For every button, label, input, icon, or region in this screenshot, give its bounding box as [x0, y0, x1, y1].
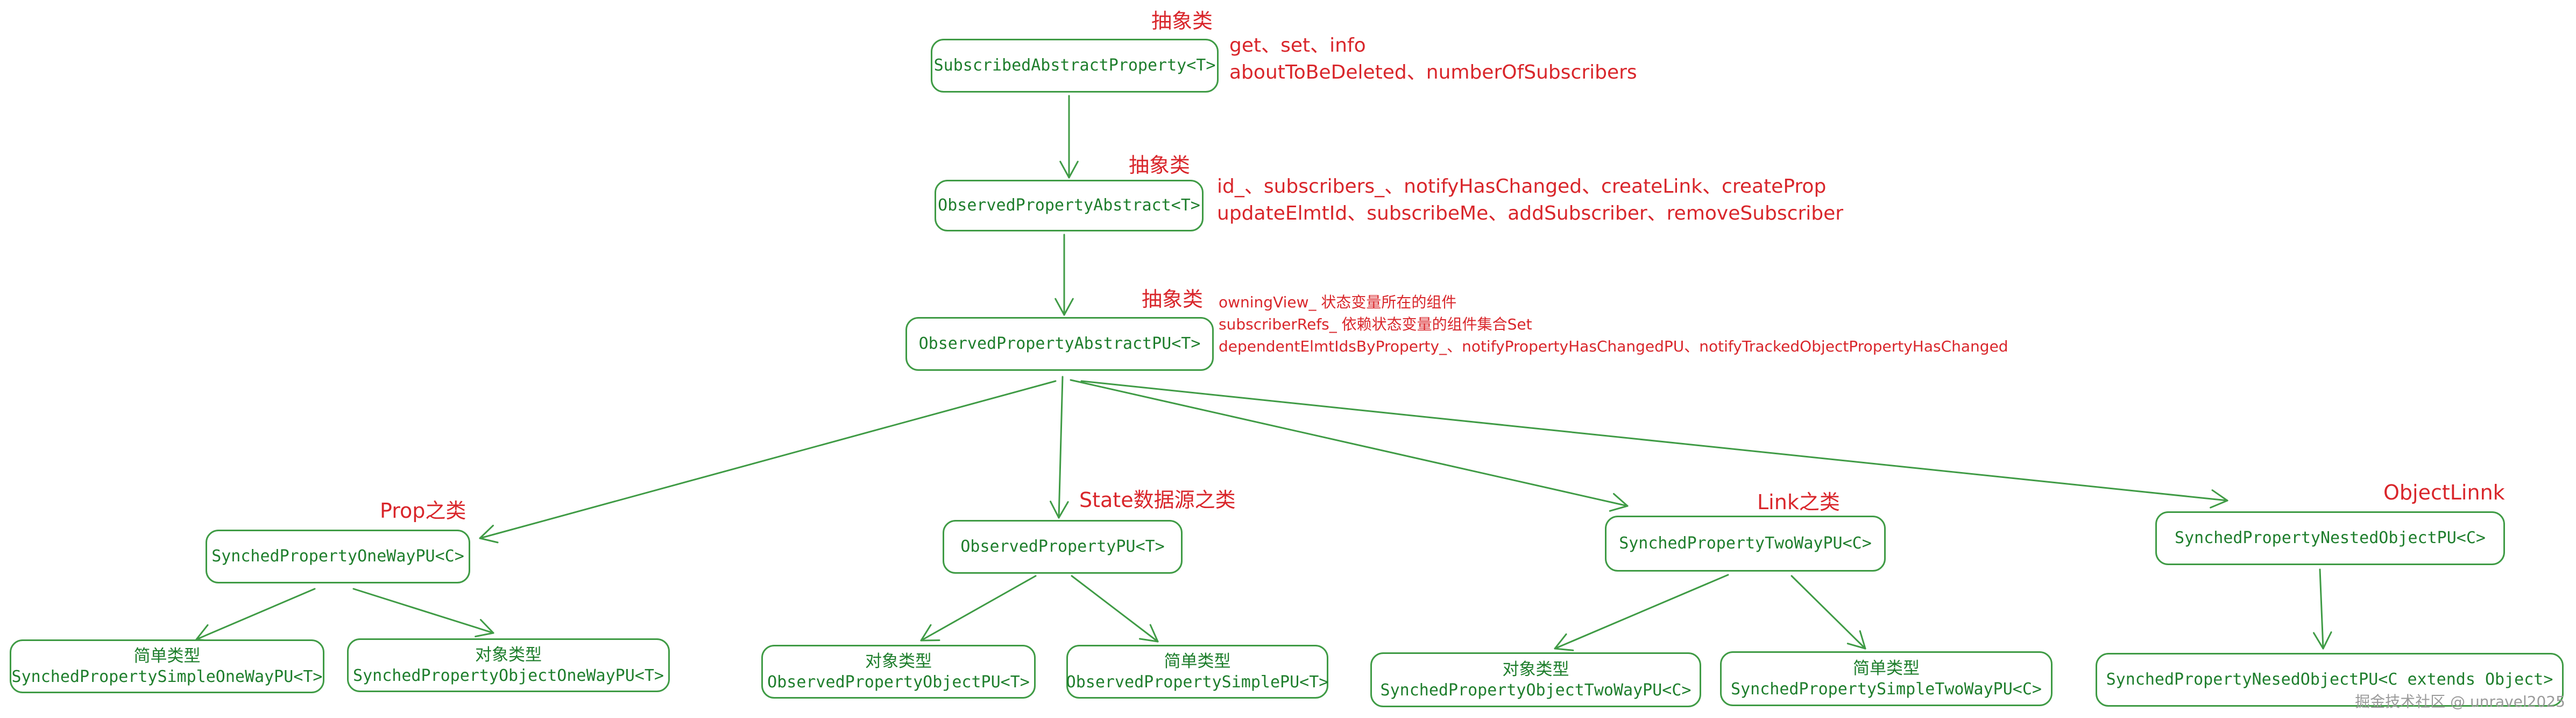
node-label: SubscribedAbstractProperty<T>: [933, 56, 1216, 75]
note-line: dependentElmtIdsByProperty_、notifyProper…: [1219, 337, 2008, 355]
node-kind: 简单类型: [1853, 659, 1920, 678]
note-observed-abstract-members: id_、subscribers_、notifyHasChanged、create…: [1217, 173, 1843, 227]
tag-abstract-class: 抽象类: [1129, 153, 1191, 177]
node-kind: 简单类型: [1164, 652, 1231, 671]
node-synched-property-two-way-pu[interactable]: SynchedPropertyTwoWayPU<C>: [1605, 516, 1886, 572]
tag-state-subclasses: State数据源之类: [1079, 488, 1236, 512]
edge-observed-pu-to-object: [920, 575, 1037, 642]
node-label: SynchedPropertyNesedObjectPU<C extends O…: [2106, 670, 2553, 689]
node-label: SynchedPropertyObjectOneWayPU<T>: [353, 666, 664, 685]
node-label: ObservedPropertyPU<T>: [960, 537, 1165, 556]
node-synched-property-simple-one-way-pu[interactable]: 简单类型 SynchedPropertySimpleOneWayPU<T>: [10, 639, 324, 693]
edge-observed-pu-to-simple: [1071, 575, 1159, 643]
node-subscribed-abstract-property[interactable]: SubscribedAbstractProperty<T>: [931, 39, 1219, 93]
node-synched-property-object-one-way-pu[interactable]: 对象类型 SynchedPropertyObjectOneWayPU<T>: [347, 638, 670, 692]
tag-objectlink-subclasses: ObjectLinnk: [2383, 481, 2505, 504]
node-observed-property-simple-pu[interactable]: 简单类型 ObservedPropertySimplePU<T>: [1066, 645, 1328, 699]
tag-abstract-class: 抽象类: [1142, 287, 1204, 311]
node-observed-property-object-pu[interactable]: 对象类型 ObservedPropertyObjectPU<T>: [761, 645, 1036, 699]
node-label: SynchedPropertySimpleTwoWayPU<C>: [1731, 680, 2042, 699]
node-kind: 简单类型: [133, 646, 201, 666]
edge-two-way-to-object: [1554, 574, 1729, 651]
node-label: ObservedPropertySimplePU<T>: [1066, 673, 1329, 692]
tag-prop-subclasses: Prop之类: [380, 499, 466, 523]
node-label: SynchedPropertyOneWayPU<C>: [211, 547, 464, 566]
node-label: ObservedPropertyAbstract<T>: [938, 196, 1200, 215]
node-label: SynchedPropertyTwoWayPU<C>: [1619, 534, 1872, 553]
edge-subscribed-to-observed-abstract: [1059, 95, 1079, 179]
node-synched-property-nested-object-pu[interactable]: SynchedPropertyNestedObjectPU<C>: [2155, 511, 2505, 565]
node-synched-property-object-two-way-pu[interactable]: 对象类型 SynchedPropertyObjectTwoWayPU<C>: [1370, 652, 1701, 707]
note-line: id_、subscribers_、notifyHasChanged、create…: [1217, 175, 1827, 198]
note-line: subscriberRefs_ 依赖状态变量的组件集合Set: [1219, 315, 1532, 333]
note-observed-abstract-pu-members: owningView_ 状态变量所在的组件 subscriberRefs_ 依赖…: [1219, 291, 2008, 357]
node-synched-property-simple-two-way-pu[interactable]: 简单类型 SynchedPropertySimpleTwoWayPU<C>: [1720, 651, 2053, 706]
note-subscribed-members: get、set、info aboutToBeDeleted、numberOfSu…: [1229, 32, 1637, 86]
node-observed-property-abstract[interactable]: ObservedPropertyAbstract<T>: [935, 180, 1204, 231]
node-label: SynchedPropertyNestedObjectPU<C>: [2175, 529, 2486, 547]
node-kind: 对象类型: [475, 645, 542, 665]
edge-two-way-to-simple: [1791, 575, 1866, 650]
note-line: owningView_ 状态变量所在的组件: [1219, 293, 1457, 311]
edge-abstract-pu-to-nested: [1080, 380, 2228, 509]
node-kind: 对象类型: [1502, 660, 1569, 679]
edge-abstract-pu-to-two-way: [1070, 379, 1629, 512]
node-label: ObservedPropertyObjectPU<T>: [767, 673, 1030, 692]
node-synched-property-one-way-pu[interactable]: SynchedPropertyOneWayPU<C>: [206, 530, 470, 583]
edge-one-way-to-simple: [195, 588, 316, 642]
node-label: SynchedPropertySimpleOneWayPU<T>: [11, 667, 323, 686]
edge-observed-abstract-to-abstract-pu: [1055, 234, 1074, 316]
node-label: ObservedPropertyAbstractPU<T>: [918, 334, 1201, 353]
edge-abstract-pu-to-one-way: [479, 380, 1057, 544]
node-kind: 对象类型: [865, 652, 932, 671]
tag-abstract-class: 抽象类: [1151, 9, 1213, 33]
node-synched-property-nesed-object-pu-extends[interactable]: SynchedPropertyNesedObjectPU<C extends O…: [2096, 653, 2564, 707]
tag-link-subclasses: Link之类: [1757, 490, 1840, 514]
node-label: SynchedPropertyObjectTwoWayPU<C>: [1380, 681, 1692, 700]
edge-one-way-to-object: [352, 588, 494, 638]
note-line: get、set、info: [1229, 34, 1366, 57]
watermark: 掘金技术社区 @ unravel2025: [2355, 693, 2565, 710]
node-observed-property-abstract-pu[interactable]: ObservedPropertyAbstractPU<T>: [905, 317, 1214, 371]
note-line: aboutToBeDeleted、numberOfSubscribers: [1229, 61, 1637, 83]
node-observed-property-pu[interactable]: ObservedPropertyPU<T>: [943, 520, 1183, 574]
edge-abstract-pu-to-observed-pu: [1050, 376, 1069, 519]
note-line: updateElmtId、subscribeMe、addSubscriber、r…: [1217, 202, 1844, 224]
edge-nested-to-nested-ext: [2312, 568, 2332, 650]
